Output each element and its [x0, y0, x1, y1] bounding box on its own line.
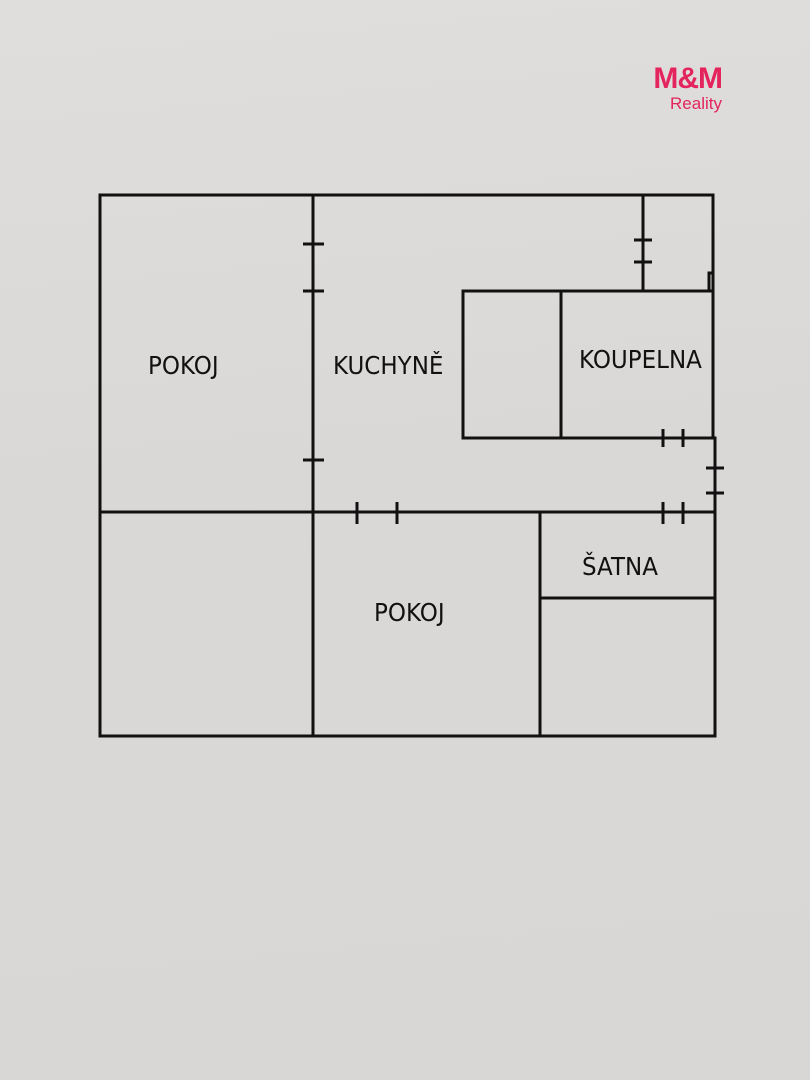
brand-subtitle: Reality: [670, 94, 722, 113]
room-label-satna: ŠATNA: [582, 552, 658, 581]
room-label-pokoj-lower: POKOJ: [374, 598, 445, 627]
room-label-pokoj-upper-left: POKOJ: [148, 351, 219, 380]
brand-logo: M&M Reality: [622, 62, 723, 122]
door-marks: [303, 238, 724, 524]
brand-name: M&M: [653, 62, 723, 95]
room-label-koupelna: KOUPELNA: [579, 345, 702, 374]
room-label-kuchyne: KUCHYNĚ: [333, 351, 444, 380]
